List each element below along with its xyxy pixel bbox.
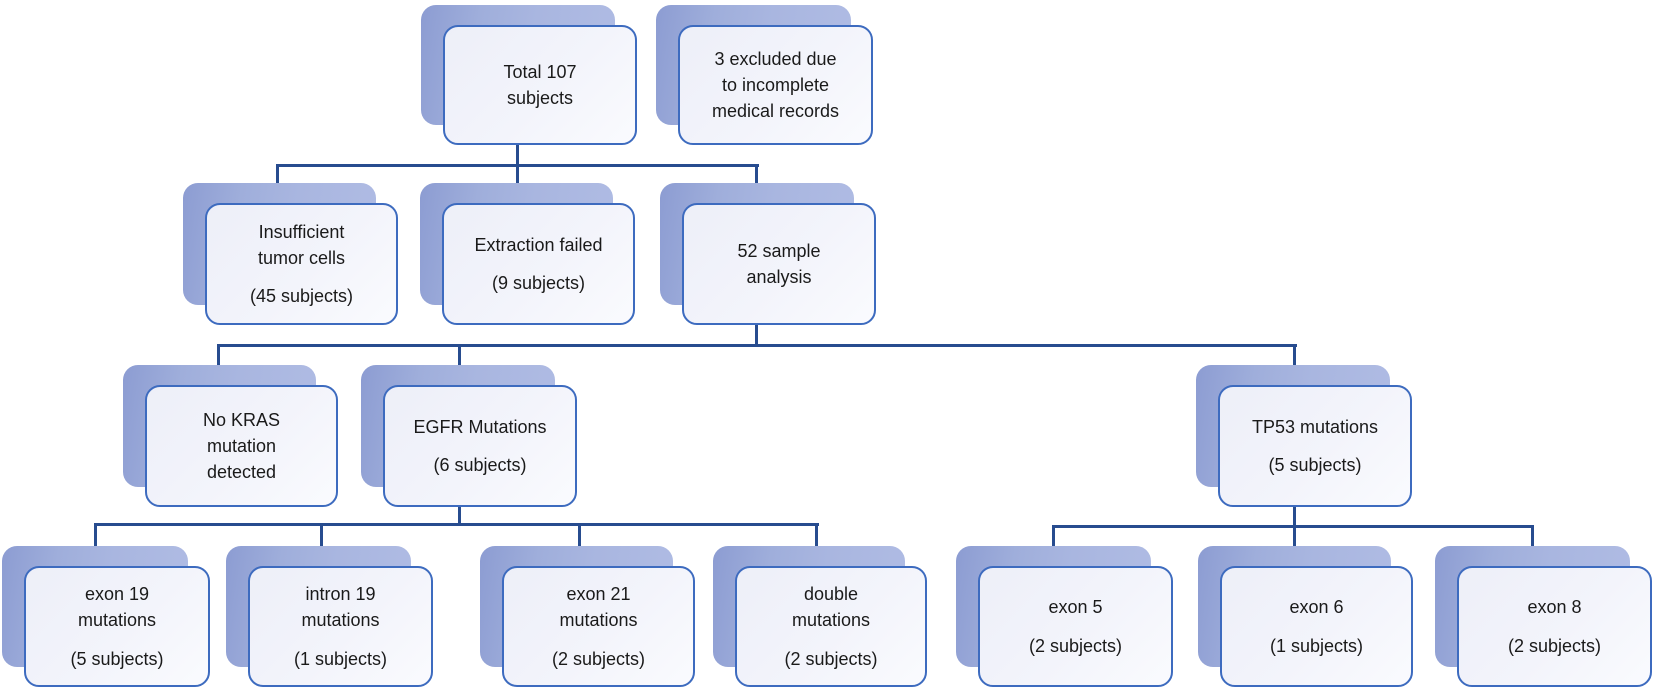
node-sublabel: (6 subjects) (433, 455, 527, 475)
flow-node-exon6: exon 6 (1 subjects) (1198, 546, 1413, 687)
node-box: EGFR Mutations (6 subjects) (383, 385, 577, 507)
node-box: double mutations (2 subjects) (735, 566, 927, 687)
node-label: intron 19 mutations (301, 584, 380, 631)
node-label: No KRAS mutation detected (202, 409, 281, 483)
flow-node-intron19: intron 19 mutations (1 subjects) (226, 546, 433, 687)
flow-node-double: double mutations (2 subjects) (713, 546, 927, 687)
flow-node-exon19: exon 19 mutations (5 subjects) (2, 546, 210, 687)
connector-stub-nokras (217, 344, 220, 366)
node-box: 52 sample analysis (682, 203, 876, 325)
node-sublabel: (45 subjects) (249, 286, 354, 307)
node-sublabel: (1 subjects) (1269, 635, 1364, 656)
connector-stub-exon19 (94, 523, 97, 547)
connector-stub-extraction (516, 164, 519, 184)
node-label: 3 excluded due to incomplete medical rec… (711, 48, 840, 122)
connector-stub-sample52 (755, 164, 758, 184)
flow-node-excluded: 3 excluded due to incomplete medical rec… (656, 5, 873, 145)
connector-stub-insufficient (276, 164, 279, 184)
node-box: 3 excluded due to incomplete medical rec… (678, 25, 873, 145)
node-label: exon 5 (1048, 597, 1103, 618)
node-box: exon 6 (1 subjects) (1220, 566, 1413, 687)
flow-node-exon21: exon 21 mutations (2 subjects) (480, 546, 695, 687)
node-box: Total 107 subjects (443, 25, 637, 145)
connector-riser-sample52 (755, 325, 758, 346)
connector-stub-egfr (458, 344, 461, 366)
node-label: Insufficient tumor cells (257, 221, 346, 268)
node-box: exon 5 (2 subjects) (978, 566, 1173, 687)
node-sublabel: (1 subjects) (293, 648, 388, 669)
node-box: Insufficient tumor cells (45 subjects) (205, 203, 398, 325)
node-box: No KRAS mutation detected (145, 385, 338, 507)
node-sublabel: (2 subjects) (1507, 635, 1602, 656)
flow-node-egfr: EGFR Mutations (6 subjects) (361, 365, 577, 507)
node-label: exon 8 (1527, 597, 1582, 618)
connector-bar-tp53-children (1052, 525, 1534, 528)
node-box: exon 8 (2 subjects) (1457, 566, 1652, 687)
node-label: exon 21 mutations (559, 584, 638, 631)
flow-node-exon8: exon 8 (2 subjects) (1435, 546, 1652, 687)
flow-node-insufficient: Insufficient tumor cells (45 subjects) (183, 183, 398, 325)
node-label: exon 19 mutations (77, 584, 157, 631)
connector-riser-total (516, 145, 519, 167)
node-box: intron 19 mutations (1 subjects) (248, 566, 433, 687)
node-label: Total 107 subjects (503, 61, 577, 108)
connector-riser-egfr (458, 507, 461, 525)
node-label: double mutations (791, 584, 871, 631)
connector-bar-level3 (217, 344, 1297, 347)
flow-node-tp53: TP53 mutations (5 subjects) (1196, 365, 1412, 507)
connector-bar-egfr-children (94, 523, 819, 526)
connector-stub-exon21 (578, 523, 581, 547)
flow-node-total: Total 107 subjects (421, 5, 637, 145)
node-sublabel: (2 subjects) (784, 648, 878, 669)
connector-stub-double (815, 523, 818, 547)
node-box: TP53 mutations (5 subjects) (1218, 385, 1412, 507)
flow-node-nokras: No KRAS mutation detected (123, 365, 338, 507)
node-sublabel: (2 subjects) (1028, 635, 1123, 656)
node-sublabel: (5 subjects) (70, 648, 164, 669)
node-label: 52 sample analysis (737, 240, 821, 287)
node-box: exon 19 mutations (5 subjects) (24, 566, 210, 687)
connector-stub-tp53 (1293, 344, 1296, 366)
node-box: exon 21 mutations (2 subjects) (502, 566, 695, 687)
node-sublabel: (2 subjects) (551, 648, 646, 669)
node-box: Extraction failed (9 subjects) (442, 203, 635, 325)
flow-node-exon5: exon 5 (2 subjects) (956, 546, 1173, 687)
connector-stub-exon5 (1052, 525, 1055, 547)
node-label: TP53 mutations (1251, 416, 1379, 437)
node-label: Extraction failed (474, 234, 603, 255)
node-label: exon 6 (1289, 597, 1344, 618)
flow-node-extraction: Extraction failed (9 subjects) (420, 183, 635, 325)
node-label: EGFR Mutations (413, 416, 547, 437)
node-sublabel: (5 subjects) (1268, 455, 1362, 475)
connector-stub-intron19 (320, 523, 323, 547)
node-sublabel: (9 subjects) (491, 273, 586, 293)
connector-stub-exon8 (1531, 525, 1534, 547)
flow-node-sample52: 52 sample analysis (660, 183, 876, 325)
